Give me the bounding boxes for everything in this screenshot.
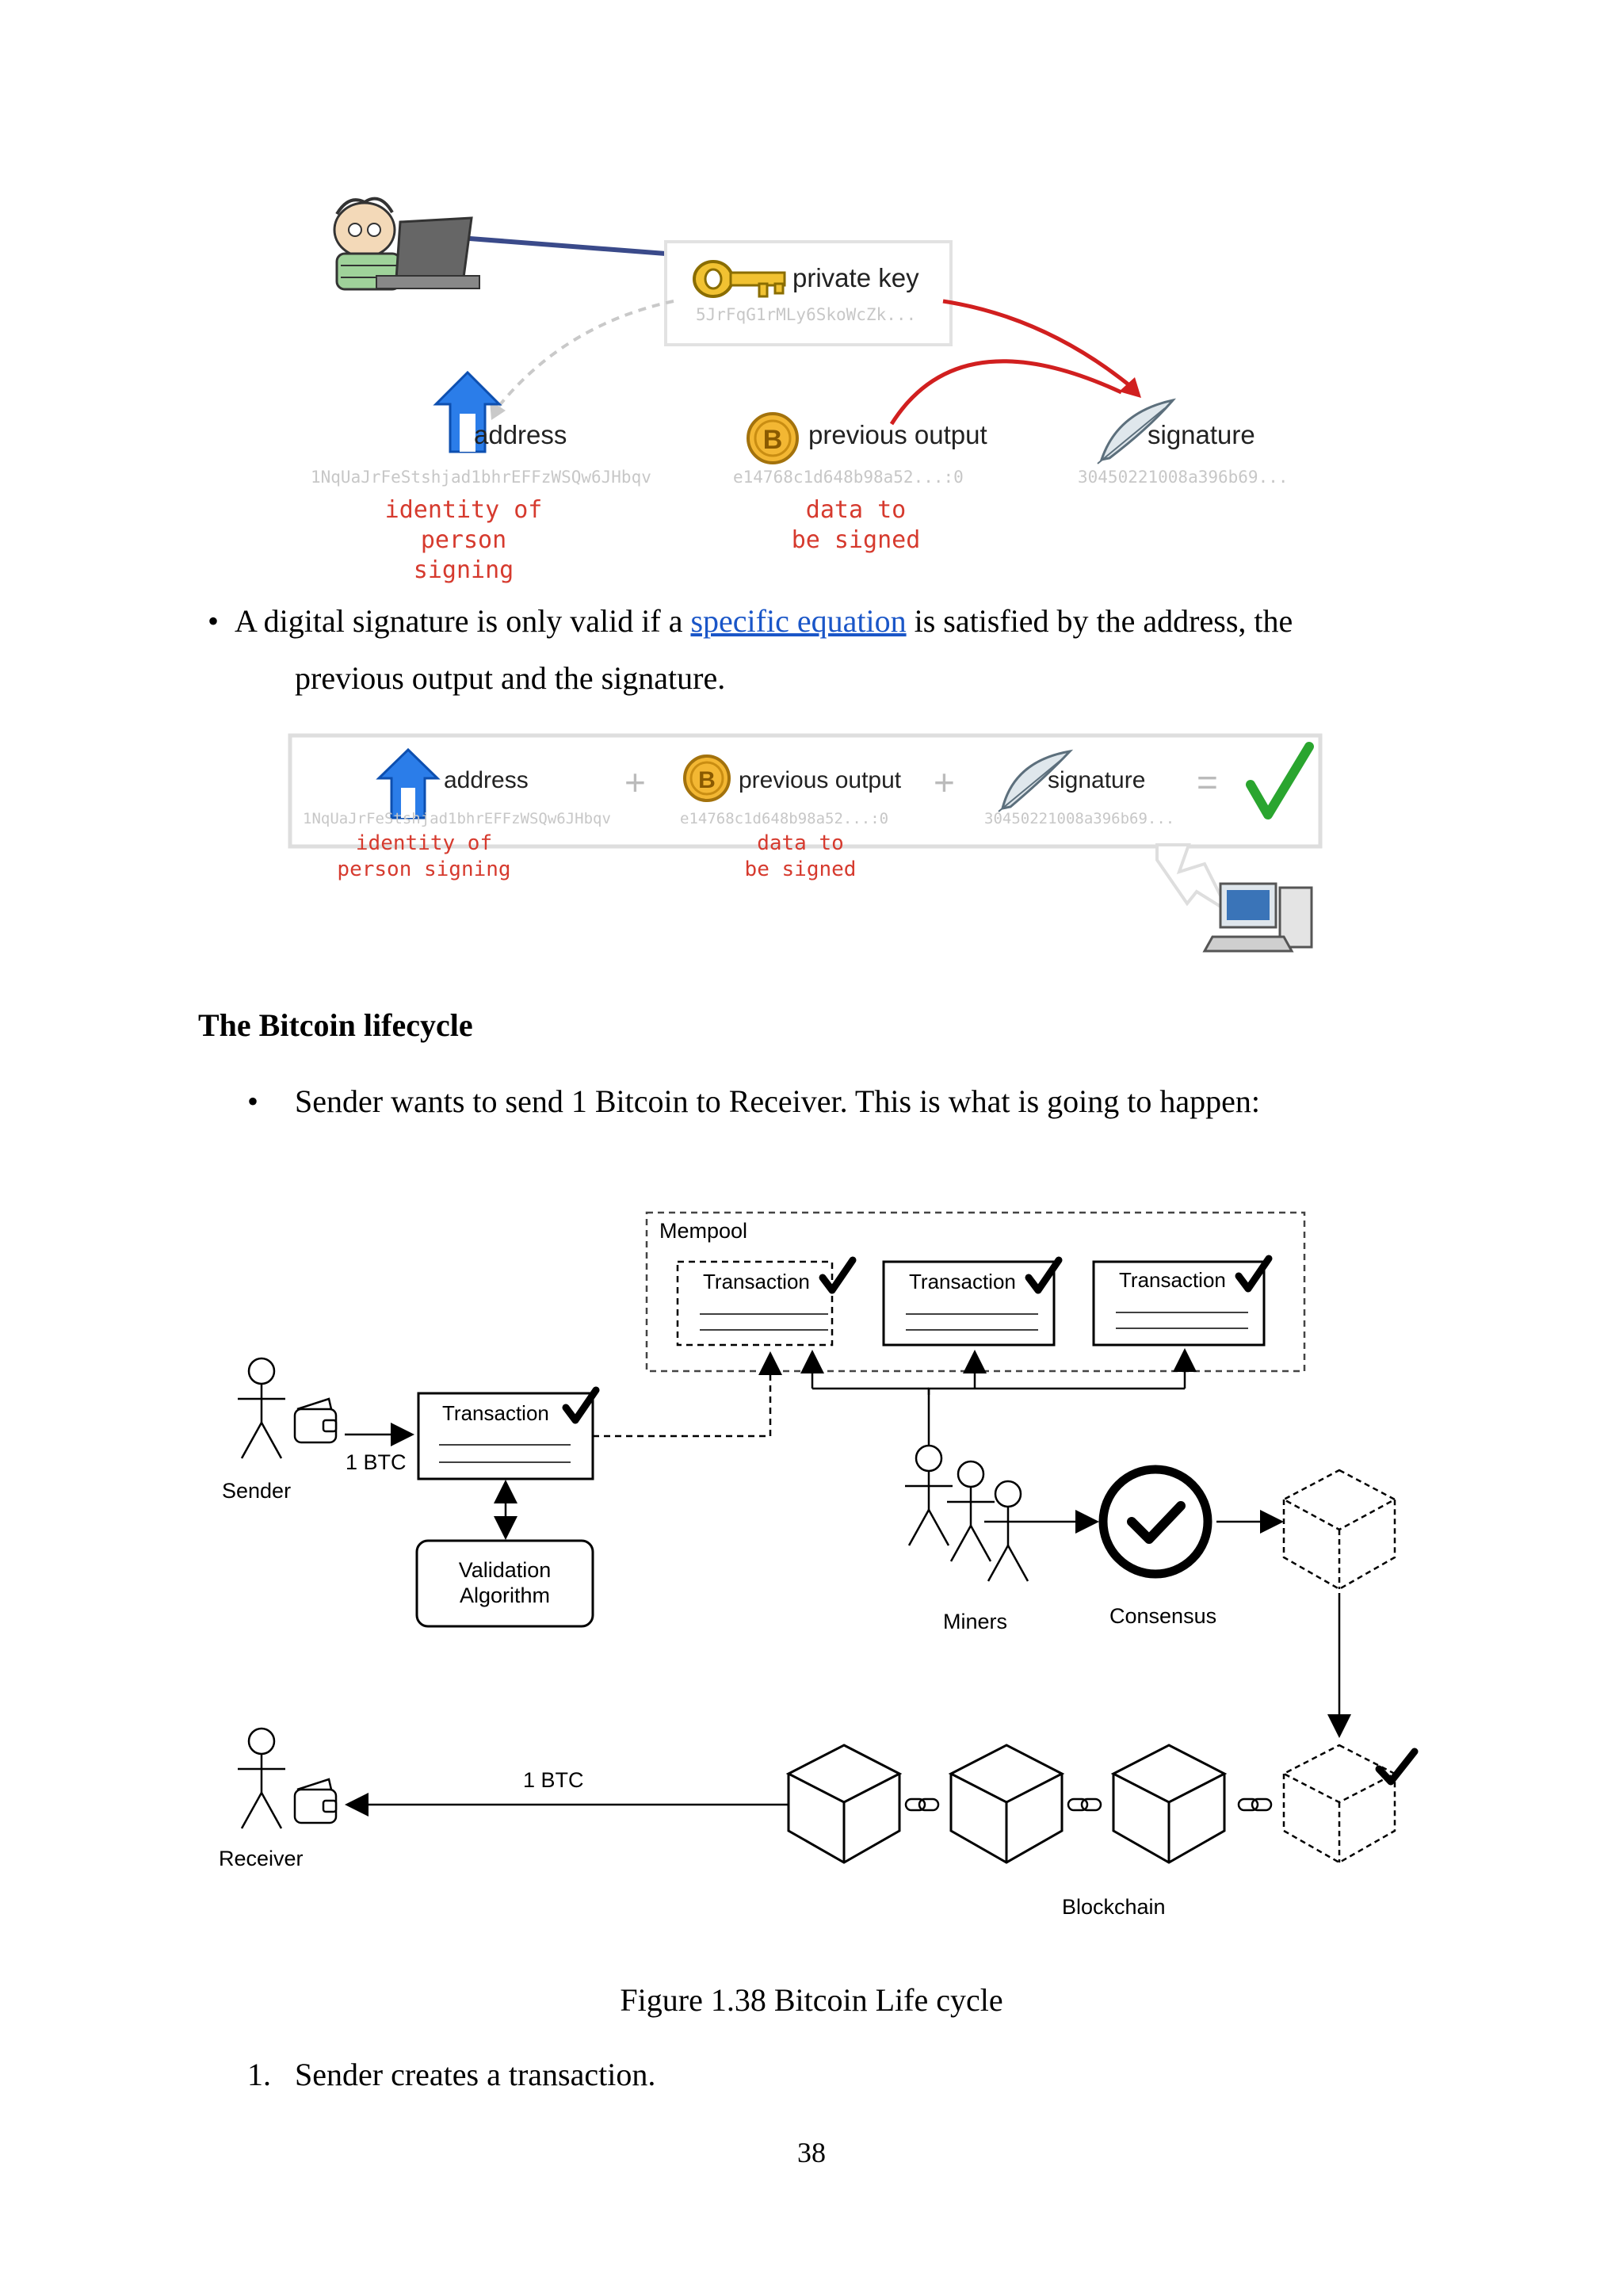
mempool-transaction: Transaction bbox=[1092, 1255, 1273, 1347]
checkmark-icon bbox=[1025, 1256, 1063, 1294]
svg-text:Transaction: Transaction bbox=[703, 1270, 810, 1293]
address-label: address bbox=[444, 767, 529, 793]
mempool-transaction: Transaction bbox=[882, 1256, 1063, 1347]
chain-link-icon bbox=[1237, 1797, 1273, 1812]
previous-output-label: previous output bbox=[808, 420, 987, 449]
previous-output-hash: e14768c1d648b98a52...:0 bbox=[733, 468, 964, 487]
signature-label: signature bbox=[1048, 767, 1146, 793]
address-label: address bbox=[474, 420, 567, 449]
address-note: identity of person signing bbox=[384, 496, 543, 584]
validation-label-1: Validation bbox=[459, 1558, 552, 1582]
receiver-label: Receiver bbox=[219, 1847, 304, 1870]
bitcoin-coin-icon: B bbox=[683, 755, 731, 802]
checkmark-icon bbox=[1375, 1748, 1419, 1786]
coin-glyph: B bbox=[698, 767, 716, 793]
lifecycle-diagram-graphics: Mempool Transaction Transaction Transact… bbox=[219, 1211, 1419, 1919]
section-heading: The Bitcoin lifecycle bbox=[198, 1007, 473, 1043]
sender-transaction: Transaction bbox=[417, 1386, 600, 1480]
svg-text:Transaction: Transaction bbox=[442, 1401, 549, 1425]
equation-figure: B address 1NqUaJrFeStshjad1bhrEFFzWSQw6J… bbox=[285, 729, 1347, 967]
quill-icon bbox=[998, 749, 1074, 812]
address-hash: 1NqUaJrFeStshjad1bhrEFFzWSQw6JHbqv bbox=[311, 468, 651, 487]
receiver-wallet-icon bbox=[293, 1778, 338, 1824]
signature-hash: 30450221008a396b69... bbox=[984, 810, 1175, 827]
previous-output-hash: e14768c1d648b98a52...:0 bbox=[680, 810, 889, 827]
quill-icon bbox=[1097, 398, 1177, 464]
page-number: 38 bbox=[797, 2137, 826, 2168]
validation-label-2: Algorithm bbox=[460, 1584, 550, 1607]
equation-box bbox=[288, 733, 1323, 849]
checkmark-icon bbox=[819, 1256, 857, 1294]
address-note: identity of person signing bbox=[337, 831, 511, 881]
list-item-number: 1. bbox=[247, 2057, 271, 2092]
signing-figure-graphics: B bbox=[333, 197, 1177, 464]
lifecycle-diagram: Mempool Transaction Transaction Transact… bbox=[198, 1205, 1426, 1934]
sender-amount: 1 BTC bbox=[346, 1450, 407, 1474]
figure-caption: Figure 1.38 Bitcoin Life cycle bbox=[620, 1982, 1003, 2018]
signature-paragraph-line-1: A digital signature is only valid if a s… bbox=[235, 593, 1293, 650]
equals-sign: = bbox=[1197, 762, 1218, 803]
receiver-amount: 1 BTC bbox=[523, 1768, 584, 1792]
bitcoin-coin-icon: B bbox=[747, 412, 799, 464]
blockchain-label: Blockchain bbox=[1062, 1895, 1166, 1919]
paragraph-text: A digital signature is only valid if a bbox=[235, 603, 691, 639]
paragraph-text: is satisfied by the address, the bbox=[906, 603, 1293, 639]
computer-icon bbox=[1202, 882, 1313, 953]
lifecycle-intro-text: Sender wants to send 1 Bitcoin to Receiv… bbox=[295, 1083, 1260, 1119]
sender-wallet-icon bbox=[293, 1397, 338, 1444]
coin-glyph: B bbox=[763, 425, 783, 455]
checkmark-icon bbox=[562, 1386, 600, 1424]
blockchain-block-icon bbox=[785, 1744, 903, 1864]
address-hash: 1NqUaJrFeStshjad1bhrEFFzWSQw6JHbqv bbox=[303, 810, 611, 827]
miners-figure-icon bbox=[905, 1444, 1032, 1582]
signature-hash: 30450221008a396b69... bbox=[1078, 468, 1289, 487]
chain-link-icon bbox=[1067, 1797, 1102, 1812]
private-key-hash: 5JrFqG1rMLy6SkoWcZk... bbox=[696, 305, 917, 324]
miners-label: Miners bbox=[943, 1610, 1007, 1633]
mempool-transaction: Transaction bbox=[676, 1256, 857, 1347]
previous-output-note: data to be signed bbox=[744, 831, 857, 881]
previous-output-label: previous output bbox=[739, 767, 902, 793]
blockchain-block-icon bbox=[1110, 1744, 1228, 1864]
new-block-cube-icon bbox=[1281, 1469, 1397, 1591]
mempool-label: Mempool bbox=[659, 1219, 747, 1243]
signing-figure: B private key 5JrFqG1rMLy6SkoWcZk... add… bbox=[301, 190, 1331, 584]
validation-algorithm-box bbox=[415, 1539, 594, 1628]
bullet-marker: • bbox=[247, 1083, 259, 1119]
specific-equation-link[interactable]: specific equation bbox=[690, 603, 907, 639]
sender-label: Sender bbox=[222, 1479, 291, 1503]
svg-text:Transaction: Transaction bbox=[909, 1270, 1016, 1293]
consensus-label: Consensus bbox=[1109, 1604, 1216, 1628]
sender-figure-icon bbox=[238, 1357, 285, 1459]
receiver-figure-icon bbox=[238, 1727, 285, 1829]
validated-block-cube-icon bbox=[1281, 1744, 1397, 1864]
plus-sign: + bbox=[624, 762, 646, 803]
signature-paragraph-line-2: previous output and the signature. bbox=[295, 660, 726, 696]
address-house-icon bbox=[376, 747, 441, 819]
private-key-label: private key bbox=[792, 263, 919, 292]
chain-link-icon bbox=[904, 1797, 940, 1812]
address-house-icon bbox=[433, 370, 502, 453]
equation-figure-graphics: B bbox=[288, 733, 1323, 953]
plus-sign: + bbox=[934, 762, 955, 803]
person-at-laptop-icon bbox=[333, 197, 666, 291]
svg-text:Transaction: Transaction bbox=[1119, 1268, 1226, 1292]
list-item-text: Sender creates a transaction. bbox=[295, 2057, 656, 2092]
consensus-check-icon bbox=[1098, 1465, 1212, 1579]
key-icon bbox=[693, 260, 786, 298]
private-key-box bbox=[664, 240, 953, 346]
previous-output-note: data to be signed bbox=[791, 496, 921, 554]
checkmark-icon bbox=[1246, 742, 1314, 819]
bullet-marker: • bbox=[208, 603, 220, 639]
blockchain-block-icon bbox=[948, 1744, 1065, 1864]
checkmark-icon bbox=[1235, 1255, 1273, 1293]
signature-label: signature bbox=[1148, 420, 1255, 449]
